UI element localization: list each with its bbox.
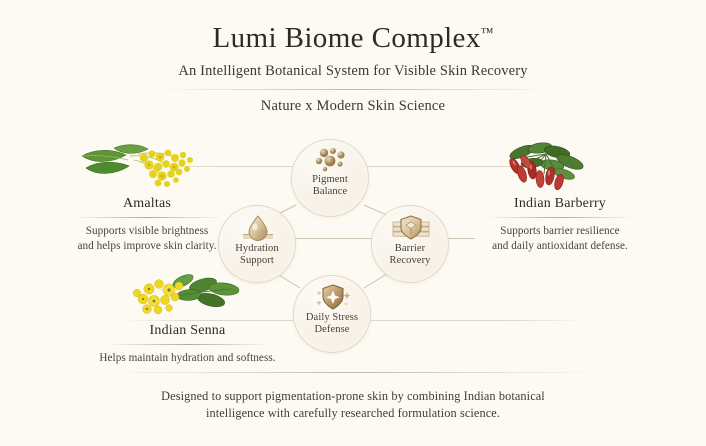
page-subtitle: An Intelligent Botanical System for Visi… [178, 63, 528, 79]
barberry-description: Supports barrier resilience and daily an… [492, 225, 628, 252]
shield-brick-wall-icon [392, 215, 430, 240]
senna-leaves [170, 274, 240, 308]
node-pigment-balance[interactable]: Pigment Balance [291, 139, 369, 217]
barberry-berries [509, 155, 564, 191]
amaltas-flower-centers [147, 155, 176, 178]
amaltas-leaves [81, 144, 149, 174]
page-title: Lumi Biome Complex™ [0, 22, 706, 55]
botanical-card-amaltas: Amaltas Supports visible brightness and … [52, 138, 242, 253]
amaltas-flowers [139, 149, 193, 187]
molecule-cluster-icon [315, 148, 345, 172]
water-droplet-icon [243, 215, 273, 241]
amaltas-name: Amaltas [122, 196, 172, 211]
senna-description: Helps maintain hydration and softness. [99, 352, 276, 364]
amaltas-illustration [52, 138, 242, 194]
senna-illustration [85, 273, 290, 321]
botanical-card-senna: Indian Senna Helps maintain hydration an… [85, 273, 290, 366]
node-barrier-recovery[interactable]: Barrier Recovery [371, 205, 449, 283]
barberry-illustration [460, 138, 660, 194]
barberry-highlights [512, 160, 551, 176]
barberry-divider [485, 217, 635, 218]
page-tagline: Nature x Modern Skin Science [260, 98, 446, 114]
amaltas-description: Supports visible brightness and helps im… [77, 225, 217, 252]
senna-divider [105, 344, 270, 345]
botanical-card-barberry: Indian Barberry Supports barrier resilie… [460, 138, 660, 253]
node-pigment-balance-label: Pigment Balance [312, 174, 348, 197]
node-hydration-support-label: Hydration Support [235, 243, 279, 266]
trademark-symbol: ™ [480, 24, 494, 40]
node-daily-stress-defense[interactable]: Daily Stress Defense [293, 275, 371, 353]
barberry-name: Indian Barberry [513, 196, 607, 211]
shield-sparkle-icon [316, 284, 351, 310]
page-title-text: Lumi Biome Complex [212, 22, 481, 54]
node-hydration-support[interactable]: Hydration Support [218, 205, 296, 283]
senna-flower-centers [141, 287, 171, 311]
senna-name: Indian Senna [149, 323, 226, 338]
node-daily-stress-defense-label: Daily Stress Defense [305, 312, 359, 335]
header-divider [155, 89, 555, 90]
footer-text: Designed to support pigmentation-prone s… [161, 389, 545, 420]
middle-connector-line [230, 238, 475, 239]
footer-divider [108, 372, 600, 373]
node-barrier-recovery-label: Barrier Recovery [389, 243, 431, 266]
amaltas-divider [72, 217, 222, 218]
senna-flowers [133, 279, 184, 315]
